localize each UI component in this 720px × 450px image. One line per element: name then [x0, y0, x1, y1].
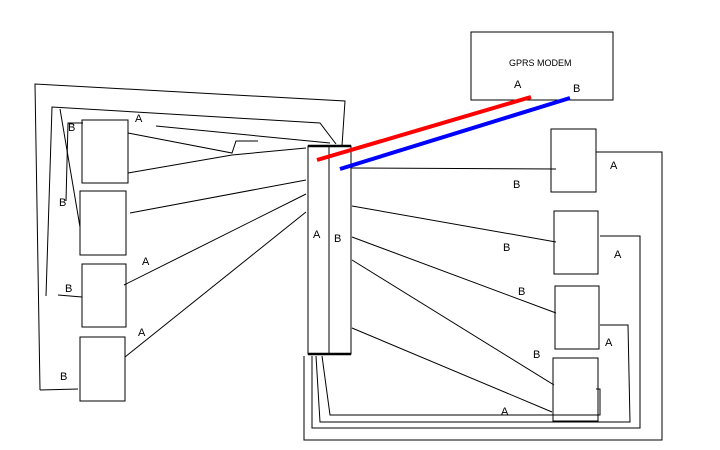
wire	[321, 355, 601, 416]
wire	[123, 193, 307, 286]
wire	[351, 259, 555, 386]
left-device-2: B	[59, 190, 127, 256]
wire	[155, 125, 331, 144]
device-label: B	[533, 349, 540, 361]
modem-label-a: A	[514, 79, 522, 91]
bus-label-b: B	[334, 233, 341, 245]
device-box	[81, 263, 127, 328]
left-device-1: B A	[68, 113, 143, 184]
device-label: A	[501, 406, 509, 418]
wire	[124, 211, 307, 358]
wire	[39, 388, 79, 391]
wire	[65, 122, 83, 202]
device-box	[554, 285, 600, 350]
left-device-4: B A	[60, 327, 146, 402]
device-label: B	[513, 179, 520, 191]
wire	[57, 294, 83, 298]
wire-b-blue	[339, 96, 571, 171]
wire	[351, 205, 557, 243]
device-label: B	[503, 242, 510, 254]
wire	[127, 147, 307, 174]
wire	[350, 167, 557, 170]
wire	[129, 179, 307, 214]
device-box	[79, 336, 126, 402]
left-device-3: B A	[65, 256, 150, 328]
wiring	[34, 83, 663, 441]
device-label: B	[60, 371, 67, 383]
device-box	[79, 190, 127, 256]
wire	[127, 132, 258, 154]
terminal-block: A B	[307, 144, 352, 356]
right-device-3: B A	[518, 285, 613, 350]
modem-label-b: B	[573, 83, 580, 95]
device-label: A	[135, 113, 143, 125]
right-device-4: B A	[501, 349, 599, 422]
wire-a-red	[316, 95, 532, 162]
device-label: B	[518, 286, 525, 298]
device-label: B	[65, 283, 72, 295]
right-device-1: B A	[513, 128, 618, 193]
device-box	[553, 210, 599, 275]
modem-box	[470, 31, 614, 101]
bus-label-a: A	[313, 229, 321, 241]
device-label: B	[59, 197, 66, 209]
gprs-modem: GPRS MODEM A B	[470, 31, 614, 101]
right-device-2: B A	[503, 210, 622, 275]
device-label: A	[610, 160, 618, 172]
wire	[34, 83, 346, 391]
device-box	[81, 119, 129, 184]
device-label: A	[614, 249, 622, 261]
wire	[351, 236, 557, 314]
wire	[351, 327, 553, 413]
wire	[311, 235, 641, 429]
device-label: A	[142, 256, 150, 268]
device-label: A	[605, 337, 613, 349]
wire	[45, 106, 337, 297]
wire	[59, 108, 81, 228]
wire	[303, 151, 663, 441]
device-box	[550, 128, 597, 193]
device-box	[552, 357, 599, 422]
modem-title: GPRS MODEM	[509, 58, 572, 68]
device-label: A	[138, 327, 146, 339]
wire	[315, 324, 631, 423]
device-label: B	[68, 122, 75, 134]
